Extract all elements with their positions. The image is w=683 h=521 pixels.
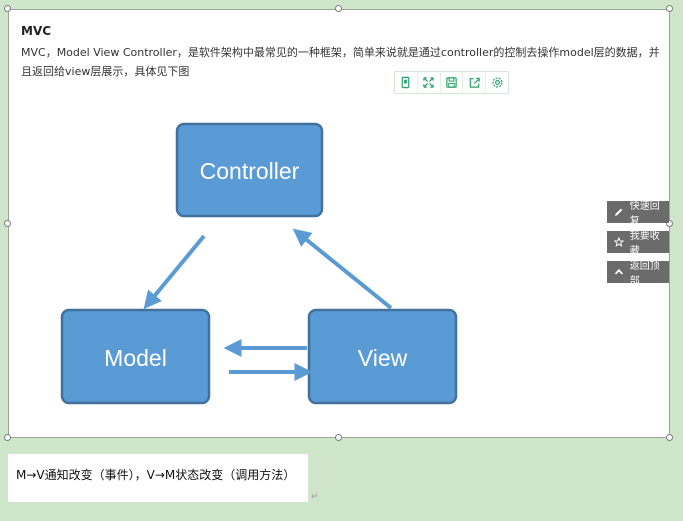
chevron-up-icon: [614, 268, 623, 275]
model-label: Model: [104, 345, 167, 371]
quick-reply-button[interactable]: 快速回复: [607, 201, 669, 227]
controller-box: [175, 122, 324, 218]
model-box: [60, 308, 211, 405]
footnote-text: M→V通知改变（事件），V→M状态改变（调用方法）: [8, 454, 308, 502]
phone-icon: [402, 76, 410, 89]
resize-handle-left[interactable]: [4, 220, 11, 227]
save-button[interactable]: [441, 72, 464, 93]
back-to-top-button[interactable]: 返回顶部: [607, 261, 669, 287]
resize-handle-bottom-right[interactable]: [666, 434, 673, 441]
star-icon: [614, 237, 624, 247]
content-card: MVC MVC，Model View Controller，是软件架构中最常见的…: [8, 9, 670, 438]
save-icon: [446, 77, 457, 88]
arrow-view-to-controller: [292, 228, 393, 310]
view-label: View: [358, 345, 408, 371]
resize-handle-top[interactable]: [335, 5, 342, 12]
expand-button[interactable]: [418, 72, 441, 93]
settings-button[interactable]: [486, 72, 508, 93]
article-description: MVC，Model View Controller，是软件架构中最常见的一种框架…: [21, 46, 660, 78]
resize-handle-top-right[interactable]: [666, 5, 673, 12]
quick-reply-label: 快速回复: [629, 201, 660, 227]
share-button[interactable]: [463, 72, 487, 93]
image-toolbar: [394, 71, 509, 94]
favorite-button[interactable]: 我要收藏: [607, 231, 669, 257]
controller-label: Controller: [200, 158, 300, 184]
resize-handle-bottom[interactable]: [335, 434, 342, 441]
mvc-diagram: Controller Model View: [60, 122, 458, 405]
view-box: [307, 308, 458, 405]
resize-handle-right[interactable]: [666, 220, 673, 227]
resize-handle-bottom-left[interactable]: [4, 434, 11, 441]
phone-view-button[interactable]: [395, 72, 418, 93]
pencil-icon: [614, 208, 623, 216]
expand-icon: [423, 77, 434, 88]
article-title: MVC: [21, 24, 52, 38]
settings-icon: [492, 77, 503, 88]
paragraph-mark: ↵: [311, 492, 319, 502]
resize-handle-top-left[interactable]: [4, 5, 11, 12]
favorite-label: 我要收藏: [629, 231, 660, 257]
back-to-top-label: 返回顶部: [629, 261, 660, 287]
arrow-controller-to-model: [143, 234, 206, 310]
share-icon: [469, 77, 480, 88]
